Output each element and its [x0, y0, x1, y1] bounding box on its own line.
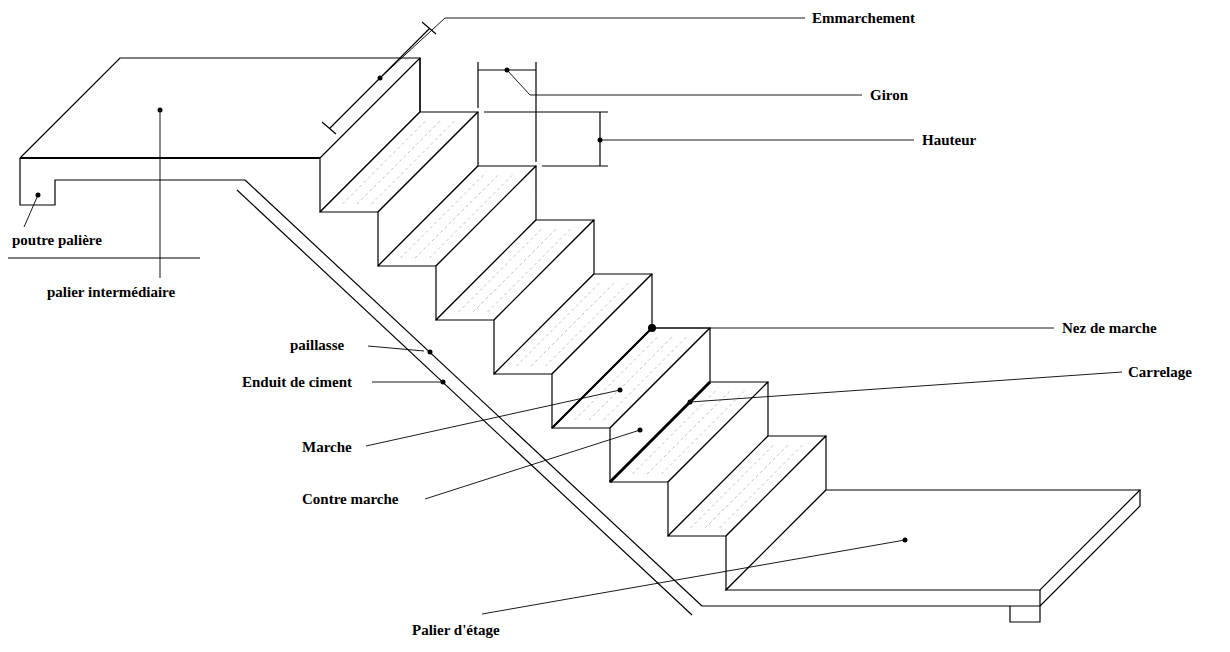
part-label: Hauteur	[920, 131, 978, 149]
part-label: palier intermédiaire	[45, 283, 177, 301]
part-label: poutre palière	[10, 231, 104, 249]
part-label: paillasse	[288, 336, 346, 354]
landing-beam	[20, 158, 245, 205]
part-label: Marche	[300, 438, 354, 456]
enduit-line	[237, 190, 692, 615]
landing-top	[20, 58, 420, 158]
tile-edge	[610, 382, 710, 482]
lower-landing-beam	[1010, 606, 1040, 622]
part-label: Enduit de ciment	[240, 373, 354, 391]
part-label: Palier d'étage	[410, 621, 502, 639]
paillasse-line	[245, 180, 702, 606]
part-label: Nez de marche	[1060, 319, 1159, 337]
leader-dots	[36, 68, 908, 543]
part-label: Giron	[868, 86, 910, 104]
dimension-line	[484, 112, 608, 166]
lower-landing-top	[726, 490, 1140, 590]
rule-line	[8, 257, 200, 258]
nosing-edge	[552, 328, 652, 428]
landing-edge	[20, 157, 320, 159]
part-label: Emmarchement	[810, 9, 917, 27]
part-label: Carrelage	[1126, 363, 1194, 381]
dimension-line	[322, 22, 436, 134]
part-label: Contre marche	[300, 490, 401, 508]
lower-landing-side	[702, 490, 1140, 606]
leader-lines	[24, 18, 1122, 614]
